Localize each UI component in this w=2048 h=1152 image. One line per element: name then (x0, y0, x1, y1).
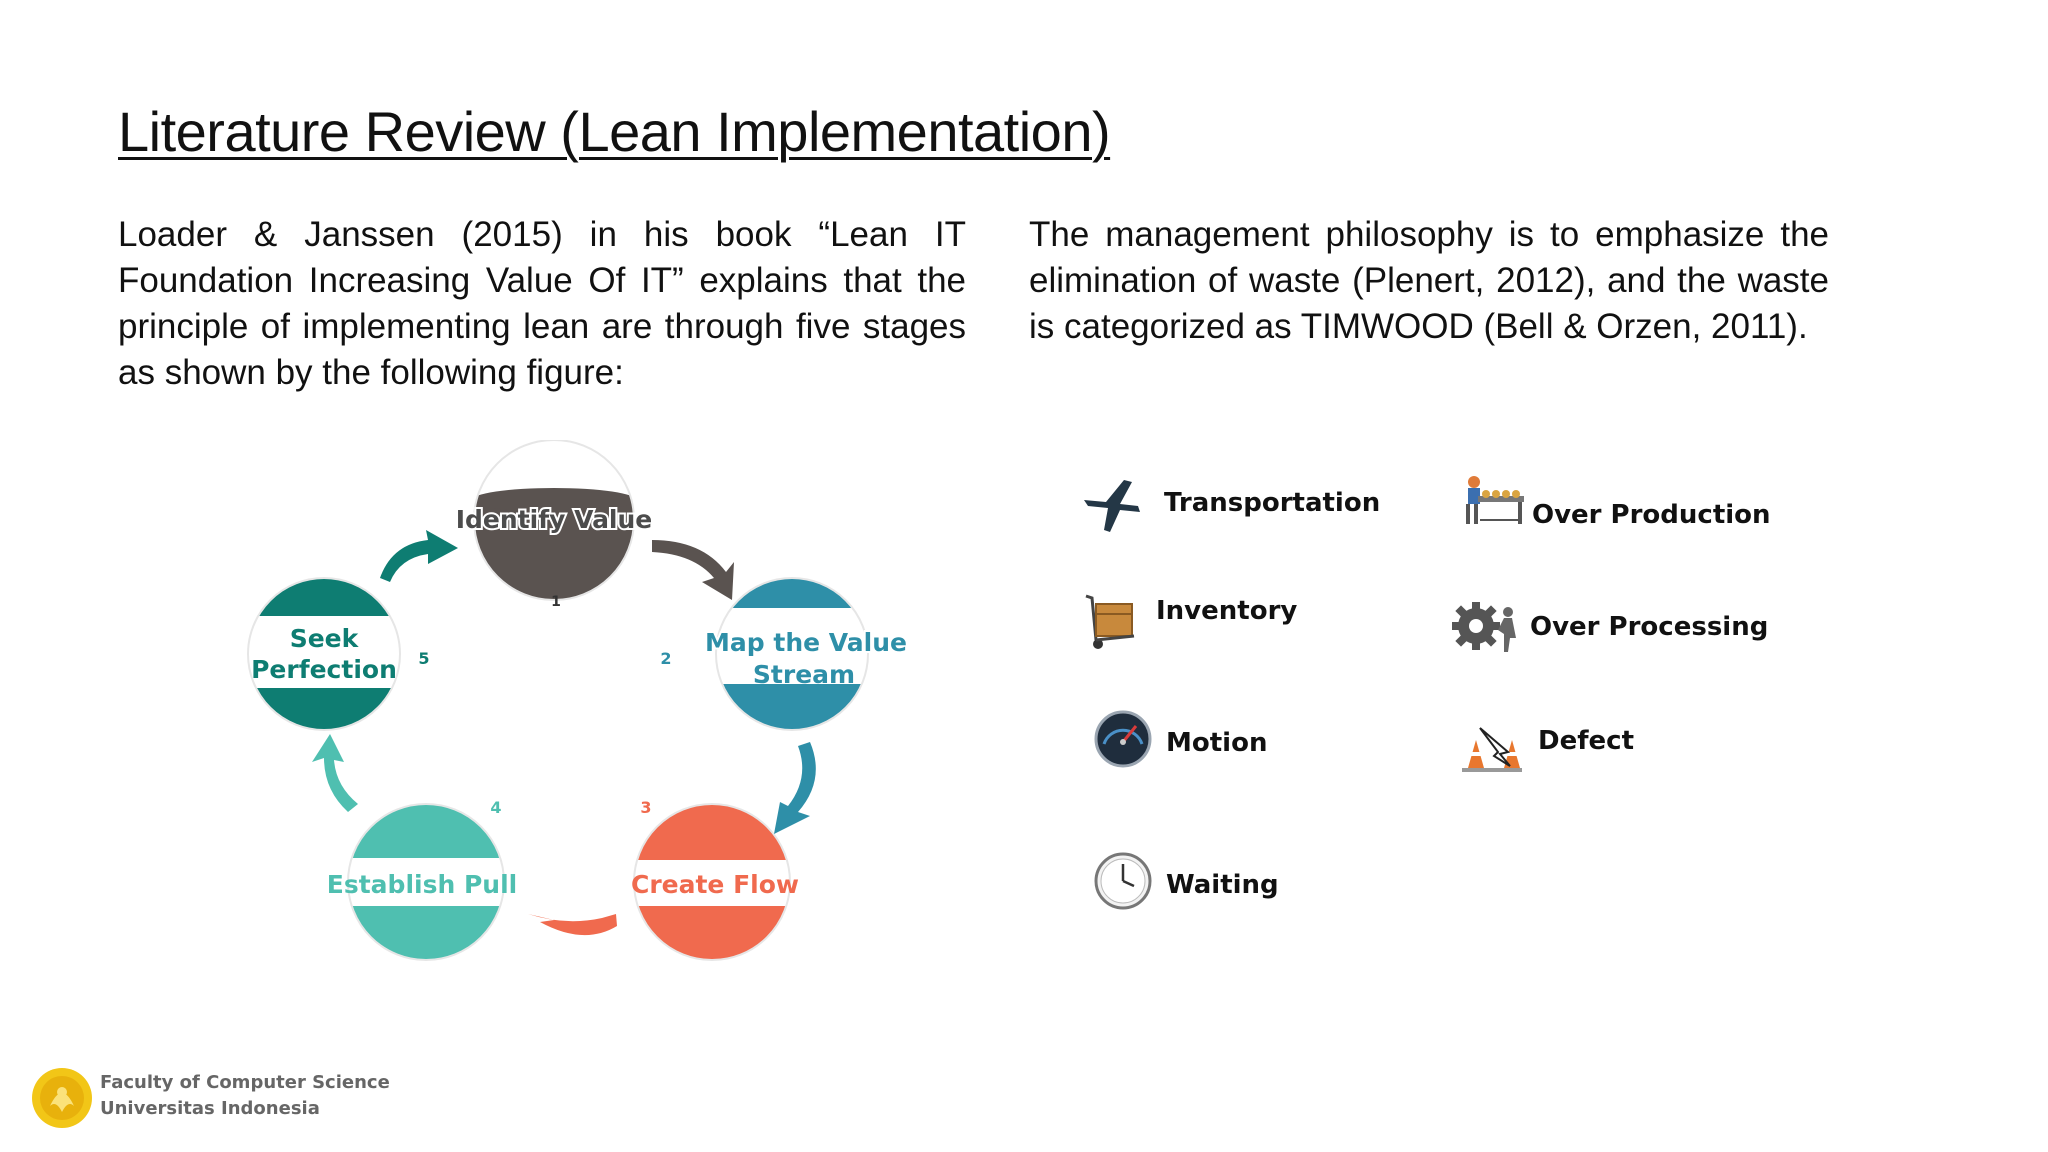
speedometer-icon (1094, 710, 1152, 768)
stage-3-label: Create Flow (631, 870, 799, 899)
stage-2-number: 2 (660, 649, 671, 668)
motion-label: Motion (1166, 728, 1268, 758)
footer-university: Universitas Indonesia (100, 1098, 320, 1119)
gear-person-icon (1452, 602, 1516, 652)
waste-over-production: Over Production (1460, 474, 1790, 544)
stage-4-number: 4 (490, 798, 501, 817)
footer-faculty: Faculty of Computer Science (100, 1072, 390, 1093)
footer: Faculty of Computer Science Universitas … (30, 1066, 430, 1136)
arrow-1-to-2 (652, 540, 734, 600)
clock-icon (1094, 852, 1152, 910)
waste-motion: Motion (1094, 710, 1394, 780)
stage-map-value-stream: Map the Value Stream 2 (660, 572, 909, 736)
stage-5-label-line1: Seek (290, 624, 360, 653)
over-production-label: Over Production (1532, 500, 1771, 530)
stage-1-number: 1 (551, 594, 561, 610)
waste-inventory: Inventory (1082, 592, 1382, 662)
inventory-label: Inventory (1156, 596, 1298, 626)
conveyor-worker-icon (1466, 476, 1524, 524)
stage-2-label-line2: Stream (753, 660, 855, 689)
broken-cone-icon (1462, 727, 1522, 772)
stage-3-number: 3 (640, 798, 651, 817)
arrow-3-to-4 (528, 914, 617, 936)
stage-1-label: Identify Value (456, 505, 653, 534)
lean-cycle-diagram: Identify Value 1 Map the Value Stream 2 … (242, 440, 909, 964)
transportation-label: Transportation (1164, 488, 1381, 518)
waste-waiting: Waiting (1094, 852, 1394, 922)
stage-4-label: Establish Pull (327, 870, 517, 899)
makara-logo (32, 1068, 92, 1128)
waste-defect: Defect (1460, 722, 1760, 792)
arrow-5-to-1 (380, 530, 458, 582)
defect-label: Defect (1538, 726, 1635, 756)
left-paragraph: Loader & Janssen (2015) in his book “Lea… (118, 215, 966, 392)
stage-2-label-line1: Map the Value (705, 628, 907, 657)
stage-create-flow: Create Flow 3 (630, 798, 799, 964)
waiting-label: Waiting (1166, 870, 1279, 900)
stage-5-number: 5 (418, 649, 429, 668)
stage-establish-pull: Establish Pull 4 (327, 798, 517, 964)
slide-title: Literature Review (Lean Implementation) (118, 100, 1111, 163)
arrow-2-to-3 (774, 742, 816, 834)
right-paragraph: The management philosophy is to emphasiz… (1029, 215, 1829, 346)
stage-5-label-line2: Perfection (251, 655, 397, 684)
airplane-icon (1084, 480, 1140, 532)
stage-seek-perfection: Seek Perfection 5 (242, 572, 430, 736)
box-cart-icon (1085, 594, 1135, 649)
over-processing-label: Over Processing (1530, 612, 1769, 642)
waste-transportation: Transportation (1080, 472, 1380, 542)
arrow-4-to-5 (312, 734, 358, 812)
waste-over-processing: Over Processing (1446, 594, 1786, 664)
stage-identify-value: Identify Value 1 (454, 440, 654, 610)
